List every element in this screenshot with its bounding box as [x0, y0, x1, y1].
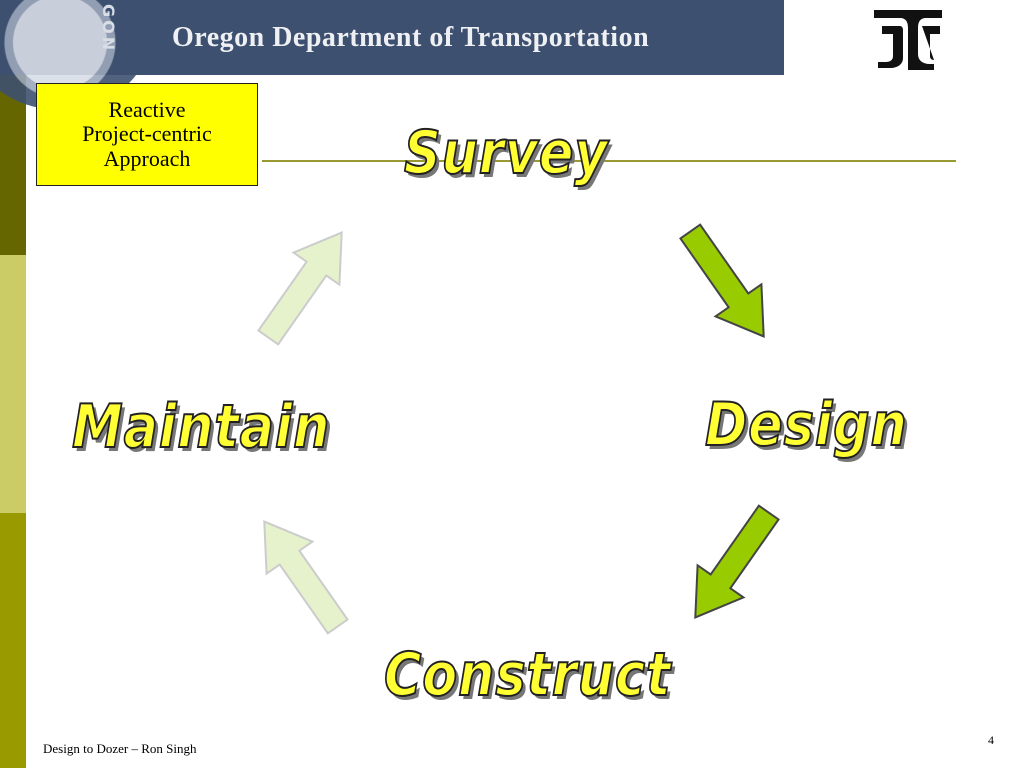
page-number: 4 [988, 733, 994, 747]
label-line-2: Project-centric [82, 121, 212, 147]
left-stripe-light [0, 255, 26, 513]
odot-logo-icon [874, 10, 942, 70]
phase-construct: Construct [383, 639, 672, 711]
header-band: GON Oregon Department of Transportation [0, 0, 784, 110]
approach-label-box: Reactive Project-centric Approach [36, 83, 258, 186]
arrow-construct-to-maintain [263, 520, 349, 635]
arrow-survey-to-design [679, 223, 765, 338]
arrow-maintain-to-survey [257, 231, 343, 346]
footer-text: Design to Dozer – Ron Singh [43, 741, 197, 756]
label-line-1: Reactive [108, 97, 186, 123]
phase-maintain: Maintain [71, 391, 331, 463]
left-stripe-olive [0, 513, 26, 768]
seal-text: GON [99, 4, 118, 54]
left-stripe-dark [0, 75, 26, 255]
phase-design: Design [704, 389, 908, 461]
header-title: Oregon Department of Transportation [172, 22, 650, 53]
arrow-design-to-construct [694, 504, 780, 619]
horizontal-rule [262, 160, 956, 162]
label-line-3: Approach [103, 145, 191, 171]
phase-survey: Survey [403, 117, 609, 189]
